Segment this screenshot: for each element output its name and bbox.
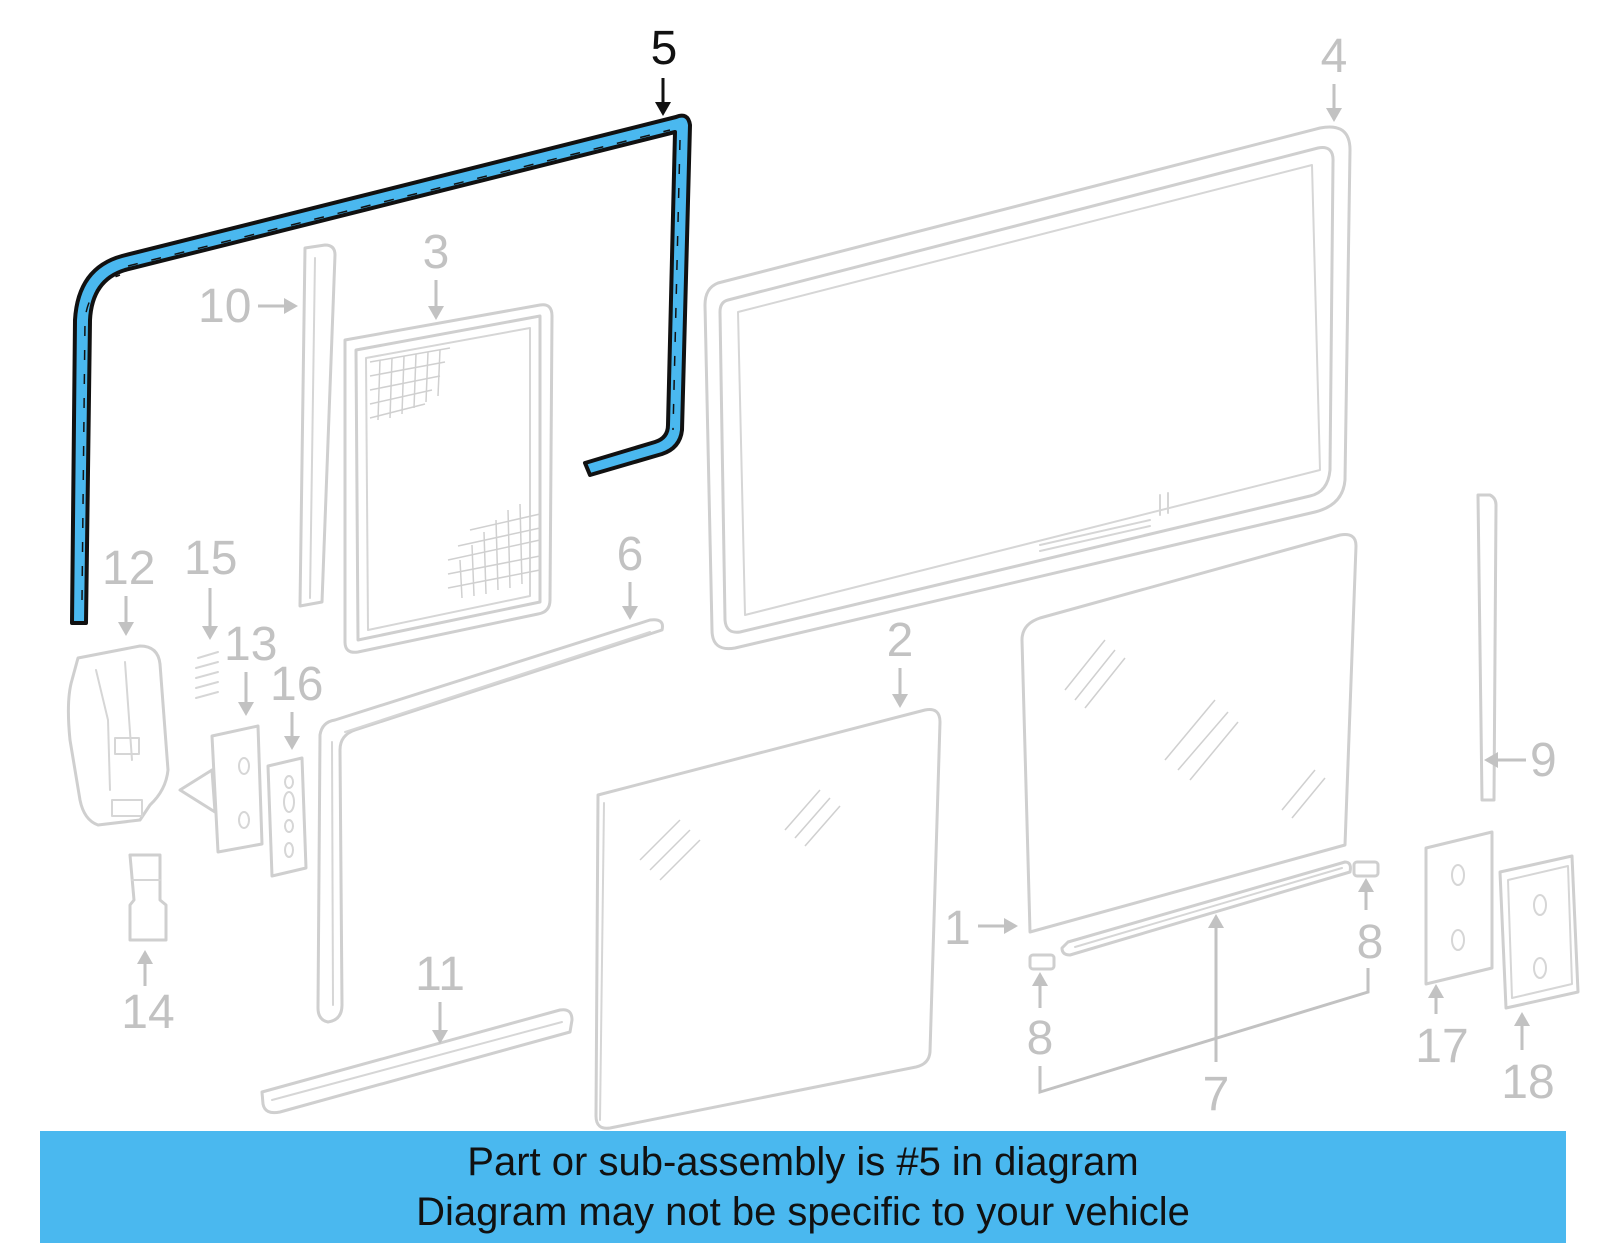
callout-11-label: 11 bbox=[415, 948, 465, 1001]
callout-5: 5 bbox=[651, 22, 678, 116]
part-3-screen-window bbox=[343, 303, 554, 654]
callout-17: 17 bbox=[1415, 984, 1469, 1073]
callout-13: 13 bbox=[224, 618, 277, 716]
callout-2-label: 2 bbox=[887, 614, 914, 667]
callout-5-label: 5 bbox=[651, 22, 678, 75]
part-12-latch-housing bbox=[66, 644, 170, 827]
callout-9-label: 9 bbox=[1530, 734, 1557, 787]
callout-4-label: 4 bbox=[1321, 30, 1348, 83]
callout-14-label: 14 bbox=[121, 986, 174, 1039]
callout-12-label: 12 bbox=[102, 542, 155, 595]
part-9-vertical-strip bbox=[1476, 493, 1498, 802]
callout-4: 4 bbox=[1321, 30, 1348, 122]
callout-8-right-label: 8 bbox=[1357, 916, 1384, 969]
footer-banner: Part or sub-assembly is #5 in diagram Di… bbox=[40, 1131, 1566, 1243]
part-10-vertical-channel bbox=[298, 243, 337, 608]
callout-7: 7 bbox=[1203, 914, 1230, 1121]
callout-11: 11 bbox=[415, 948, 465, 1044]
callout-3-label: 3 bbox=[423, 226, 450, 279]
callout-7-label: 7 bbox=[1203, 1068, 1230, 1121]
callout-6-label: 6 bbox=[617, 528, 644, 581]
callout-16: 16 bbox=[270, 658, 323, 750]
callout-13-label: 13 bbox=[224, 618, 277, 671]
part-8-guides bbox=[1028, 860, 1380, 971]
callout-8-left: 8 bbox=[1027, 972, 1054, 1065]
part-17-plate bbox=[1424, 830, 1494, 986]
callout-10: 10 bbox=[198, 280, 298, 333]
part-6-channel bbox=[316, 618, 664, 1024]
callout-15: 15 bbox=[184, 532, 237, 640]
callout-3: 3 bbox=[423, 226, 450, 320]
callout-6: 6 bbox=[617, 528, 644, 620]
callout-2: 2 bbox=[887, 614, 914, 708]
callout-14: 14 bbox=[121, 950, 175, 1039]
callout-bracket-7-8 bbox=[1038, 968, 1370, 1095]
callout-18: 18 bbox=[1501, 1012, 1555, 1109]
callout-12: 12 bbox=[102, 542, 155, 636]
part-5-seal-highlighted bbox=[70, 113, 692, 625]
part-15-spring bbox=[195, 651, 219, 699]
footer-line-2: Diagram may not be specific to your vehi… bbox=[416, 1190, 1190, 1234]
part-11-lower-track bbox=[260, 1008, 574, 1115]
callout-16-label: 16 bbox=[270, 658, 323, 711]
callout-17-label: 17 bbox=[1415, 1020, 1468, 1073]
part-2-door-glass bbox=[594, 708, 942, 1130]
callout-18-label: 18 bbox=[1501, 1056, 1554, 1109]
callout-1: 1 bbox=[944, 902, 1018, 955]
footer-line-1: Part or sub-assembly is #5 in diagram bbox=[467, 1140, 1139, 1184]
part-16-plate bbox=[266, 756, 308, 878]
callout-1-label: 1 bbox=[944, 902, 971, 955]
part-7-lower-rail bbox=[1060, 860, 1352, 957]
callout-9: 9 bbox=[1484, 734, 1557, 787]
part-4-window-frame bbox=[703, 125, 1352, 651]
part-14-bolt bbox=[128, 853, 168, 942]
callout-8-left-label: 8 bbox=[1027, 1012, 1054, 1065]
callout-15-label: 15 bbox=[184, 532, 237, 585]
part-18-plate bbox=[1498, 854, 1580, 1010]
callout-8-right: 8 bbox=[1357, 878, 1384, 969]
callout-10-label: 10 bbox=[198, 280, 251, 333]
part-13-bracket bbox=[178, 724, 264, 854]
part-1-sliding-glass bbox=[1020, 533, 1358, 934]
